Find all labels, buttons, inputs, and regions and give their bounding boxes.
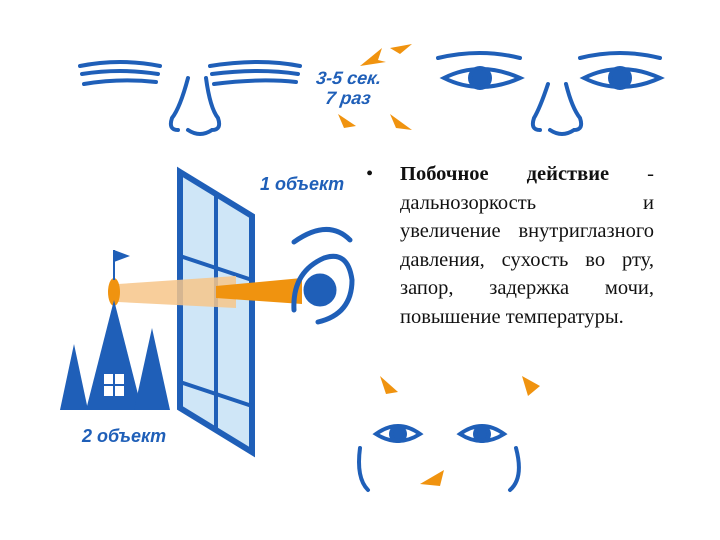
tree-icon [60, 328, 170, 410]
badge-line1: 3-5 сек. [315, 68, 383, 88]
badge-line2: 7 раз [324, 88, 372, 108]
house-icon [86, 300, 142, 410]
window-exercise-figure: 1 объект 2 объект [60, 166, 355, 458]
bullet-text-body: Побочное действие - дальнозоркость и уве… [400, 160, 654, 332]
closed-eyes-face [78, 60, 302, 136]
top-exercise-figure: 3-5 сек. 7 раз [78, 44, 665, 136]
side-effects-bullet: • Побочное действие - дальнозоркость и у… [366, 160, 654, 332]
eye-icon [291, 227, 355, 325]
double-arrows-badge: 3-5 сек. 7 раз [315, 44, 412, 130]
bullet-marker: • [366, 163, 374, 185]
object2-label: 2 объект [81, 426, 166, 446]
orange-sight-line [108, 276, 302, 308]
object1-label: 1 объект [260, 174, 344, 194]
flag-icon [113, 250, 130, 280]
bottom-exercise-figure [357, 376, 540, 492]
open-eyes-face [436, 51, 665, 136]
bullet-text: - дальнозоркость и увеличение внутриглаз… [400, 163, 654, 328]
bullet-bold-heading: Побочное действие [400, 163, 610, 185]
window-frame [177, 166, 255, 458]
